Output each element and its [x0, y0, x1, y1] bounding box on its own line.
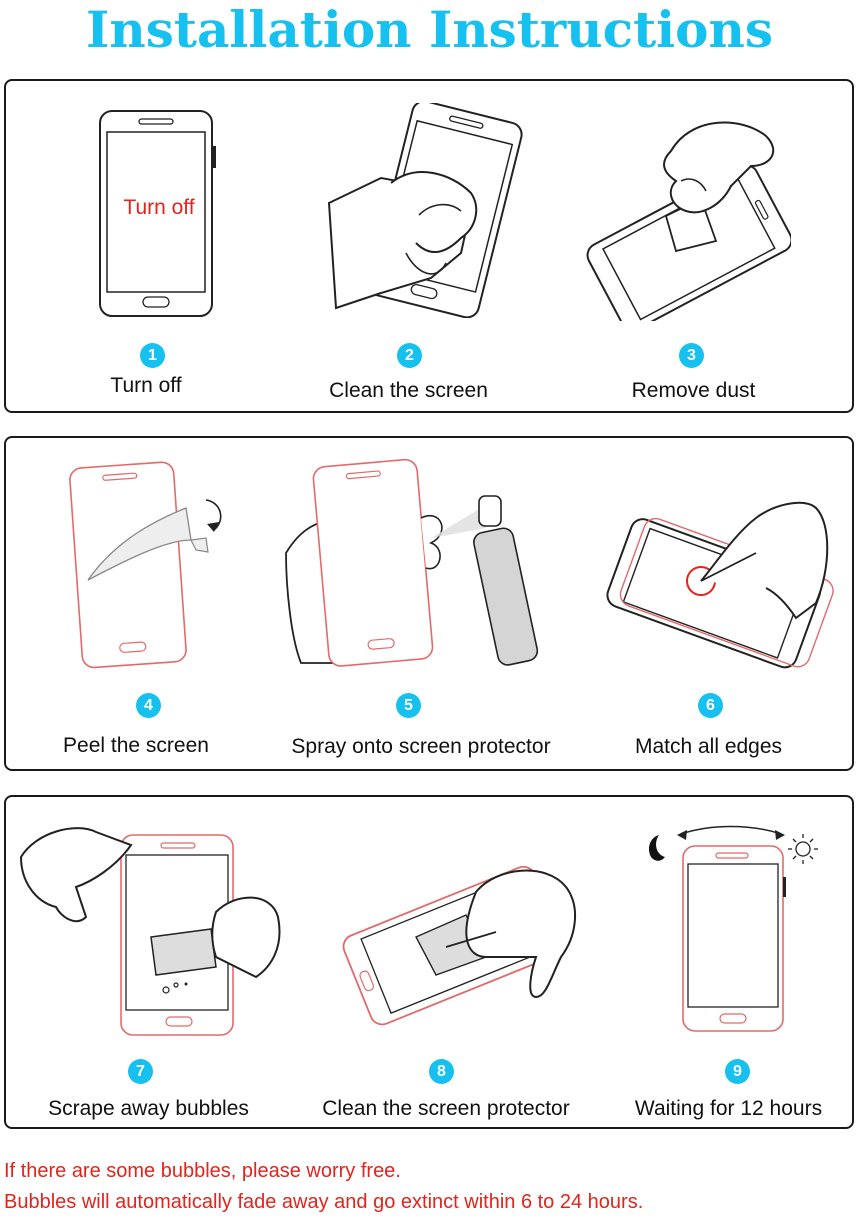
steps-panel-2: 4 Peel the screen 5 Spray onto screen pr…: [4, 436, 854, 771]
step-number-8: 8: [429, 1059, 454, 1084]
step-label-6: Match all edges: [634, 735, 783, 758]
screen-turn-off-text: Turn off: [123, 196, 194, 219]
match-edges-illustration: [606, 501, 834, 669]
waiting-illustration: [648, 825, 818, 1032]
step-label-8: Clean the screen protector: [322, 1097, 570, 1120]
steps-panel-1: Turn off 1 Turn off 2 Clean the screen 3…: [4, 79, 854, 413]
clean-protector-illustration: [342, 865, 577, 1026]
step-number-5: 5: [396, 693, 421, 718]
step-label-7: Scrape away bubbles: [48, 1097, 249, 1120]
step-label-1: Turn off: [110, 374, 182, 397]
scrape-bubbles-illustration: [19, 827, 281, 1036]
step-number-3: 3: [679, 343, 704, 368]
spray-protector-illustration: [285, 458, 539, 667]
step-number-6: 6: [698, 693, 723, 718]
bubble-note-line-1: If there are some bubbles, please worry …: [4, 1160, 401, 1182]
peel-screen-illustration: [69, 461, 222, 669]
sun-icon: [788, 834, 818, 864]
phone-turn-off-illustration: Turn off: [99, 110, 216, 317]
step-number-7: 7: [128, 1059, 153, 1084]
step-label-2: Clean the screen: [329, 379, 488, 402]
step-label-5: Spray onto screen protector: [291, 735, 551, 758]
step-number-2: 2: [397, 343, 422, 368]
bubble-note-line-2: Bubbles will automatically fade away and…: [4, 1191, 644, 1213]
step-label-9: Waiting for 12 hours: [634, 1097, 823, 1120]
step-number-4: 4: [136, 693, 161, 718]
moon-icon: [648, 835, 665, 861]
page-title: Installation Instructions: [85, 0, 774, 59]
step-label-4: Peel the screen: [63, 734, 209, 757]
step-number-1: 1: [140, 343, 165, 368]
step-number-9: 9: [725, 1059, 750, 1084]
clean-screen-illustration: [327, 103, 523, 318]
step-label-3: Remove dust: [631, 379, 756, 402]
steps-panel-3: 7 Scrape away bubbles 8 Clean the screen…: [4, 795, 854, 1129]
remove-dust-illustration: [586, 121, 791, 321]
